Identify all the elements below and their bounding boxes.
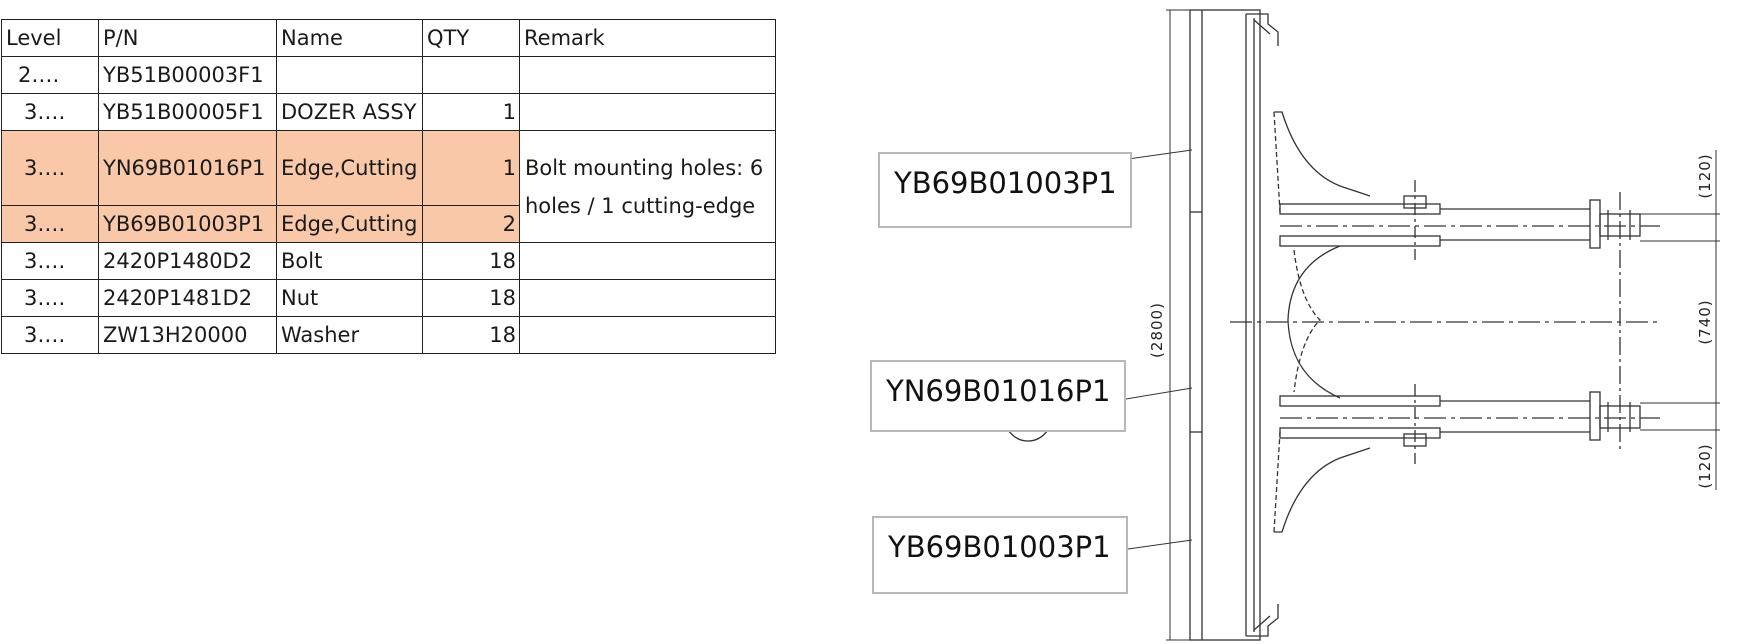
header-name: Name <box>276 19 423 57</box>
table-row: 3‥‥ YB51B00005F1 DOZER ASSY 1 <box>1 93 776 131</box>
corner-bracket-top <box>1246 13 1279 46</box>
arm-end-lower <box>1589 391 1601 441</box>
gusset-lower <box>1274 447 1371 533</box>
table-row: 2‥‥ YB51B00003F1 <box>1 56 776 94</box>
parts-list-table: Level P/N Name QTY Remark 2‥‥ YB51B00003… <box>1 19 776 354</box>
gusset-upper <box>1274 111 1371 197</box>
cell-qty: 1 <box>422 130 520 206</box>
push-arm-lower <box>1279 395 1441 407</box>
blade-plate <box>1189 9 1261 641</box>
center-arch-hidden <box>1293 249 1321 393</box>
table-row: 3‥‥ 2420P1480D2 Bolt 18 <box>1 242 776 280</box>
cell-remark <box>519 279 776 317</box>
cell-level: 3‥‥ <box>1 279 99 317</box>
cell-qty: 1 <box>422 93 520 131</box>
cell-pn: 2420P1481D2 <box>98 279 277 317</box>
cell-pn: YB51B00005F1 <box>98 93 277 131</box>
gusset-upper-hidden <box>1273 111 1281 213</box>
cell-qty: 18 <box>422 279 520 317</box>
dim-middle: (740) <box>1696 299 1714 344</box>
push-arm-upper <box>1279 235 1441 247</box>
corner-bracket-bottom <box>1246 604 1279 637</box>
cell-level: 3‥‥ <box>1 242 99 280</box>
table-row-highlighted: 3‥‥ YN69B01016P1 Edge,Cutting 1 Bolt mou… <box>1 130 776 243</box>
corner-bracket-top <box>1253 19 1271 35</box>
gusset-lower-hidden <box>1273 431 1281 533</box>
cell-level: 3‥‥ <box>1 205 99 243</box>
drawing-canvas: 3 2 3 (2800) (120) (740) (120) <box>1004 9 1720 641</box>
callout-part-number: YB69B01003P1 <box>872 516 1128 594</box>
cell-level: 3‥‥ <box>1 316 99 354</box>
header-pn: P/N <box>98 19 277 57</box>
cell-remark <box>519 93 776 131</box>
cell-remark-bolt-holes: Bolt mounting holes: 6 holes / 1 cutting… <box>519 130 776 243</box>
table-header-row: Level P/N Name QTY Remark <box>1 19 776 57</box>
callout-part-number: YN69B01016P1 <box>870 360 1126 432</box>
cell-pn: YB69B01003P1 <box>98 205 277 243</box>
cell-remark <box>519 56 776 94</box>
cell-name: Nut <box>276 279 423 317</box>
header-remark: Remark <box>519 19 776 57</box>
cell-remark <box>519 242 776 280</box>
cell-name: Edge,Cutting <box>276 205 423 243</box>
callout-part-number: YB69B01003P1 <box>878 152 1132 228</box>
cell-name: Bolt <box>276 242 423 280</box>
header-qty: QTY <box>422 19 520 57</box>
header-level: Level <box>1 19 99 57</box>
cell-name: DOZER ASSY <box>276 93 423 131</box>
cell-pn: 2420P1480D2 <box>98 242 277 280</box>
table-row: 3‥‥ ZW13H20000 Washer 18 <box>1 316 776 354</box>
corner-bracket-bottom <box>1253 615 1271 631</box>
center-arch <box>1287 245 1341 399</box>
cell-level: 2‥‥ <box>1 56 99 94</box>
dim-bottom: (120) <box>1696 443 1714 488</box>
cell-name: Washer <box>276 316 423 354</box>
dozer-blade-drawing: 3 2 3 (2800) (120) (740) (120) YB69B0100… <box>870 0 1750 644</box>
dim-overall: (2800) <box>1148 302 1166 358</box>
push-arm-lower <box>1279 427 1441 439</box>
table-row-highlighted: 3‥‥ YB69B01003P1 Edge,Cutting 2 <box>1 205 776 243</box>
arm-end-upper <box>1589 199 1601 249</box>
cell-qty: 2 <box>422 205 520 243</box>
cell-qty: 18 <box>422 316 520 354</box>
cell-pn: YN69B01016P1 <box>98 130 277 206</box>
cell-name <box>276 56 423 94</box>
cell-pn: ZW13H20000 <box>98 316 277 354</box>
cell-qty <box>422 56 520 94</box>
dim-top: (120) <box>1696 153 1714 198</box>
cell-remark <box>519 316 776 354</box>
cell-level: 3‥‥ <box>1 130 99 206</box>
cell-level: 3‥‥ <box>1 93 99 131</box>
push-arm-upper <box>1279 203 1441 215</box>
table-row: 3‥‥ 2420P1481D2 Nut 18 <box>1 279 776 317</box>
cell-pn: YB51B00003F1 <box>98 56 277 94</box>
cell-name: Edge,Cutting <box>276 130 423 206</box>
cell-qty: 18 <box>422 242 520 280</box>
